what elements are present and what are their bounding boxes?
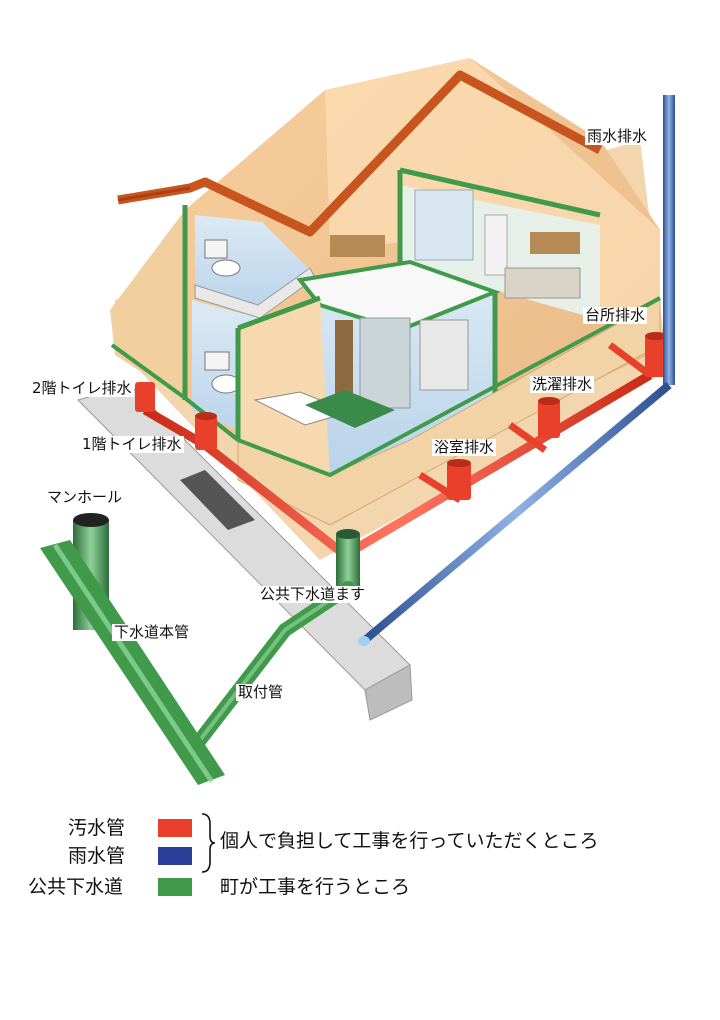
label-main-pipe: 下水道本管 [112, 623, 192, 641]
label-public-basin: 公共下水道ます [258, 585, 368, 603]
legend-sewage-swatch [158, 819, 192, 837]
legend-public-label: 公共下水道 [28, 876, 124, 898]
roof-edge [117, 70, 603, 237]
label-manhole: マンホール [45, 488, 125, 506]
label-toilet-2f: 2階トイレ排水 [30, 379, 134, 397]
legend-private-note: 個人で負担して工事を行っていただくところ [220, 830, 599, 852]
legend-brace [201, 813, 216, 873]
kitchen-room [330, 167, 601, 320]
legend-town-note: 町が工事を行うところ [220, 876, 411, 898]
rain-pipe [358, 95, 675, 646]
legend-rain-swatch [158, 847, 192, 865]
legend-public-swatch [158, 878, 192, 896]
label-kitchen-drain: 台所排水 [583, 306, 648, 324]
label-laundry-drain: 洗濯排水 [530, 375, 595, 393]
upper-toilet-room [182, 205, 316, 400]
label-rain-drain: 雨水排水 [585, 127, 650, 145]
label-bath-drain: 浴室排水 [432, 438, 497, 456]
label-connection-pipe: 取付管 [236, 683, 286, 701]
legend-sewage-label: 汚水管 [68, 817, 126, 839]
bathroom [235, 259, 501, 475]
sewage-pipes [135, 332, 667, 560]
public-sewer-pipes [40, 513, 360, 785]
label-toilet-1f: 1階トイレ排水 [80, 435, 184, 453]
legend-rain-label: 雨水管 [68, 845, 126, 867]
